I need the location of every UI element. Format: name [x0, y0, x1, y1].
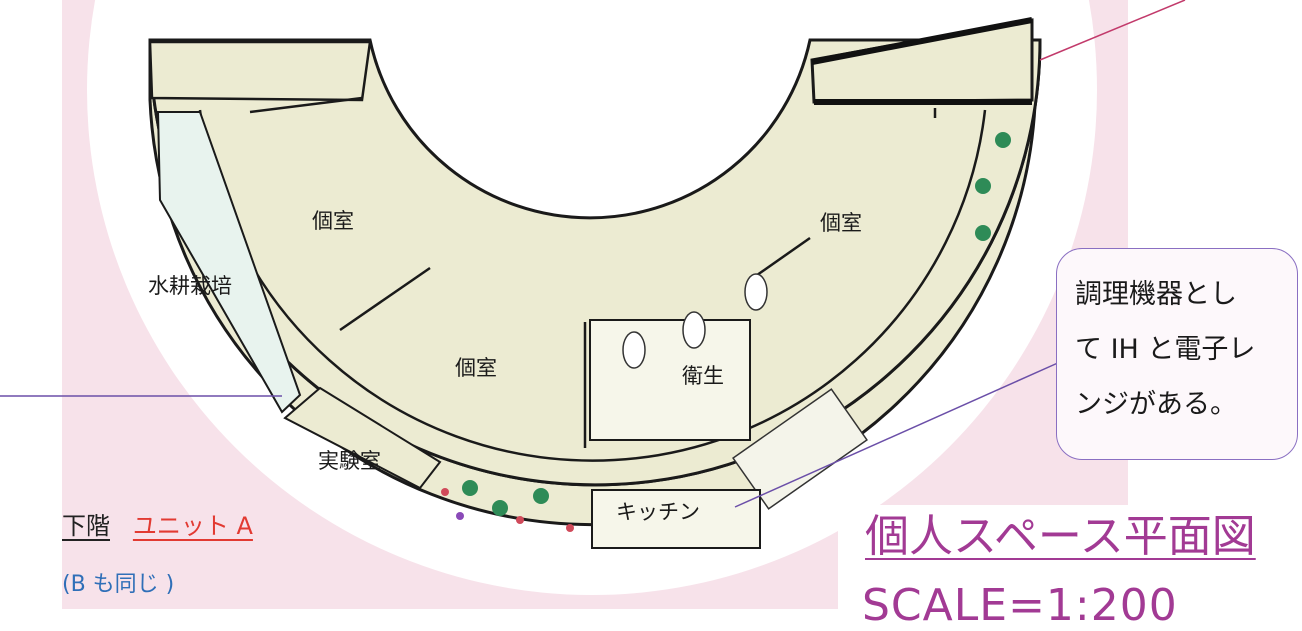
floor-plan-drawing — [0, 0, 1186, 549]
plant-dot — [533, 488, 549, 504]
sanitary-block — [589, 319, 751, 441]
plan-title: 個人スペース平面図 — [865, 511, 1256, 562]
room-label-center: 個室 — [455, 356, 497, 380]
floor-name: 下階 — [62, 512, 110, 540]
leader-line-kitchen — [734, 361, 1061, 508]
divider-1 — [249, 96, 363, 114]
toilet-2 — [682, 311, 706, 349]
plant-dot — [975, 178, 991, 194]
floor-label: 下階 ユニット A — [62, 506, 253, 541]
unit-name: ユニット A — [132, 512, 253, 540]
unit-note: (B も同じ ) — [62, 572, 175, 597]
plant-dot — [441, 488, 449, 496]
plant-dot — [492, 500, 508, 516]
leader-line-top — [1039, 0, 1186, 61]
plan-scale: SCALE=1:200 — [862, 580, 1178, 631]
callout-box: 調理機器とし て IH と電子レ ンジがある。 — [1056, 248, 1298, 460]
corridor-line — [198, 109, 987, 462]
kitchen-label: キッチン — [616, 500, 700, 524]
lab-room — [283, 386, 442, 490]
room-label-left: 個室 — [312, 209, 354, 233]
plant-dot — [566, 524, 574, 532]
plan-ring — [148, 38, 1042, 487]
plant-dot — [516, 516, 524, 524]
room-label-right: 個室 — [820, 211, 862, 235]
stairs — [732, 388, 868, 510]
plant-dot — [995, 132, 1011, 148]
plant-dot — [975, 225, 991, 241]
thick-wall — [811, 17, 1033, 65]
callout-line-1: 調理機器とし — [1075, 279, 1237, 310]
sanitary-label: 衛生 — [682, 364, 724, 388]
plant-dot — [462, 480, 478, 496]
top-left-room — [148, 40, 372, 102]
lab-label: 実験室 — [318, 449, 381, 473]
plant-dot — [456, 512, 464, 520]
divider-2 — [339, 266, 431, 332]
kitchen-counter — [591, 489, 761, 549]
callout-line-2: て IH と電子レ — [1075, 334, 1256, 365]
divider-4 — [749, 236, 811, 282]
hydroponics-channel — [156, 111, 302, 414]
toilet-3 — [744, 273, 768, 311]
toilet-1 — [622, 331, 646, 369]
hydroponics-label: 水耕栽培 — [148, 274, 232, 298]
callout-line-3: ンジがある。 — [1075, 389, 1237, 420]
